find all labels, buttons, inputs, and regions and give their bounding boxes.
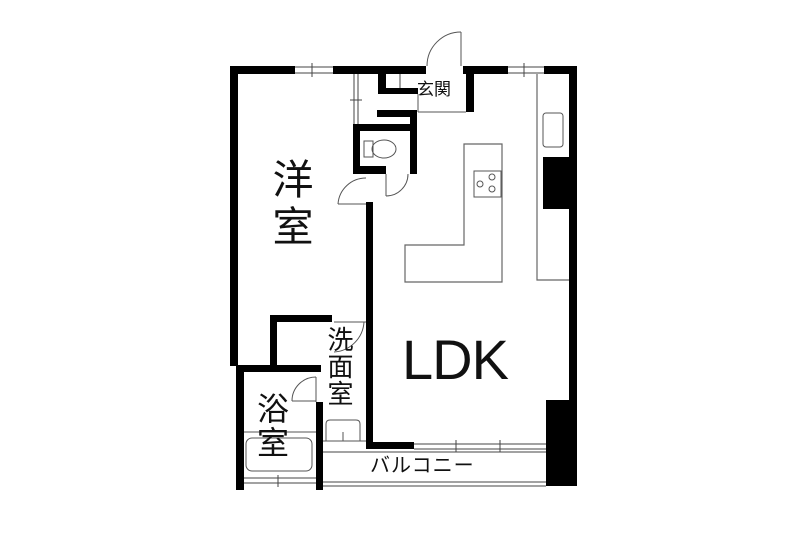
walls xyxy=(230,66,577,490)
room-label-bath: 浴室 xyxy=(252,392,290,460)
doors xyxy=(291,31,462,402)
room-label-entrance: 玄関 xyxy=(417,80,451,100)
bathtub-icon xyxy=(244,431,316,472)
kitchen-side-counter xyxy=(536,74,569,281)
kitchen-counter xyxy=(404,143,503,283)
room-label-ldk: LDK xyxy=(402,328,509,391)
sink-icon xyxy=(542,112,564,148)
windows xyxy=(244,63,546,487)
room-label-washroom: 洗面室 xyxy=(323,326,353,407)
room-label-western: 洋室 xyxy=(265,158,313,252)
entrance-step xyxy=(417,94,466,113)
room-label-balcony: バルコニー xyxy=(370,453,475,477)
toilet-icon xyxy=(363,139,397,159)
stove-icon xyxy=(473,170,502,198)
washbasin-icon xyxy=(323,419,366,442)
